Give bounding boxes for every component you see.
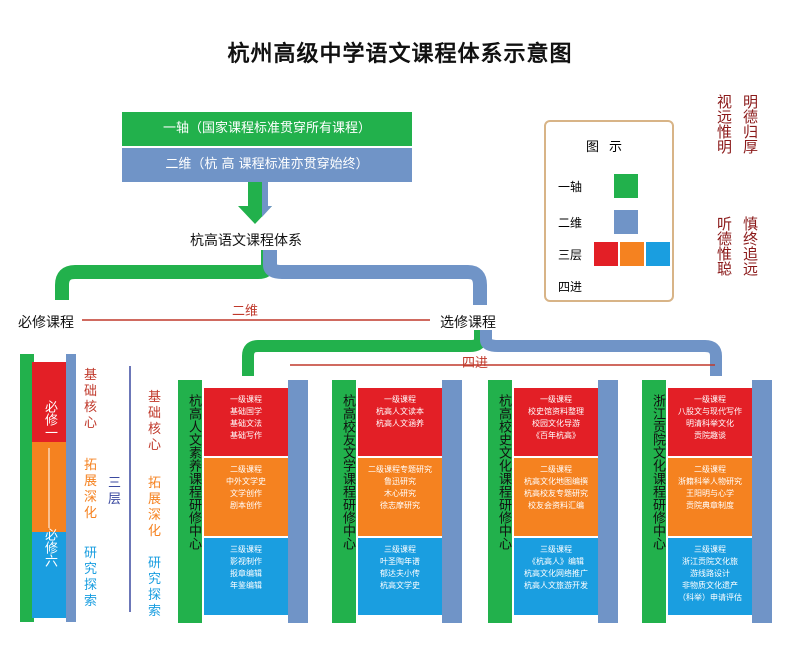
motto-col-1: 明德归厚 [741,94,759,154]
required-label: 必修课程 [18,315,74,331]
motto-col-4: 听德惟聪 [715,216,733,276]
two-dim-label: 二维 [232,304,259,319]
axis-bar: 一轴（国家课程标准贯穿所有课程） [122,112,412,146]
tier-level-1: 一级课程杭高人文读本杭高人文涵养 [358,388,442,456]
tier-level-3: 三级课程叶圣陶年谱郁达夫小传杭高文学史 [358,538,442,615]
tier-level-3: 三级课程《杭高人》编辑杭高文化网络推广杭高人文旅游开发 [514,538,598,615]
layer-expand-left: 拓展深化 [84,458,98,521]
required-bottom-text: 必修六 [42,528,57,567]
legend-green-swatch [614,174,638,198]
tier-level-2: 二级课程专题研究鲁迅研究木心研究徐志摩研究 [358,458,442,536]
card-title: 浙江贡院文化课程研修中心 [650,394,665,550]
bracket-blue-right [263,250,487,305]
motto-col-3: 慎终追远 [741,216,759,276]
legend-four-advance-label: 四进 [558,280,583,294]
card-title: 杭高校史文化课程研修中心 [496,394,511,550]
layer-expand-right: 拓展深化 [148,476,162,539]
bracket-green-left [55,250,275,300]
required-top-text: 必修一 [42,400,57,439]
legend-three-layer-label: 三层 [558,248,583,262]
tier-level-1: 一级课程基础国学基础文法基础写作 [204,388,288,456]
elective-bracket-green [242,330,486,376]
legend-sky-swatch [646,242,670,266]
tier-level-1: 一级课程校史馆资料整理校园文化导游《百年杭高》 [514,388,598,456]
required-col-red [32,362,66,442]
course-card: 浙江贡院文化课程研修中心 一级课程八股文与现代写作明清科举文化贡院趣谈 二级课程… [642,380,772,623]
layer-research-left: 研究探索 [84,546,98,609]
course-card: 杭高校史文化课程研修中心 一级课程校史馆资料整理校园文化导游《百年杭高》 二级课… [488,380,618,623]
page-title: 杭州高级中学语文课程体系示意图 [227,42,573,67]
elective-bracket-blue [480,330,722,376]
tier-level-2: 二级课程浙籍科举人物研究王阳明与心学贡院典章制度 [668,458,752,536]
tier-level-2: 二级课程中外文学史文学创作剧本创作 [204,458,288,536]
legend-two-dim-label: 二维 [558,216,583,230]
layer-research-right: 研究探索 [148,556,162,619]
card-title: 杭高校友文学课程研修中心 [340,394,355,550]
layer-basic-right: 基础核心 [148,390,162,453]
legend-title: 图示 [585,140,632,155]
legend-blue-swatch [614,210,638,234]
required-col-blue [66,354,76,622]
required-col-sky [32,532,66,618]
legend-box: 图示 一轴 二维 三层 四进 [544,120,674,302]
tier-level-3: 三级课程浙江贡院文化旅游线路设计非物质文化遗产（科举）申请评估 [668,538,752,615]
course-card: 杭高人文素养课程研修中心 一级课程基础国学基础文法基础写作 二级课程中外文学史文… [178,380,308,623]
system-label: 杭高语文课程体系 [190,233,302,249]
down-arrow-blue [262,182,272,217]
three-layers-label: 三层 [108,476,122,507]
required-col-green [20,354,34,622]
elective-label: 选修课程 [440,315,496,331]
course-card: 杭高校友文学课程研修中心 一级课程杭高人文读本杭高人文涵养 二级课程专题研究鲁迅… [332,380,462,623]
legend-orange-swatch [620,242,644,266]
tier-level-3: 三级课程影视制作报章编辑年鉴编辑 [204,538,288,615]
legend-red-swatch [594,242,618,266]
layer-basic-left: 基础核心 [84,368,98,431]
legend-one-axis-label: 一轴 [558,180,583,194]
tier-level-2: 二级课程杭高文化地图编撰杭高校友专题研究校友会资料汇编 [514,458,598,536]
motto-col-2: 视远惟明 [715,94,733,154]
tier-level-1: 一级课程八股文与现代写作明清科举文化贡院趣谈 [668,388,752,456]
card-title: 杭高人文素养课程研修中心 [186,394,201,550]
dimension-bar: 二维（杭 高 课程标准亦贯穿始终） [122,148,412,182]
four-advance-label: 四进 [462,356,489,371]
